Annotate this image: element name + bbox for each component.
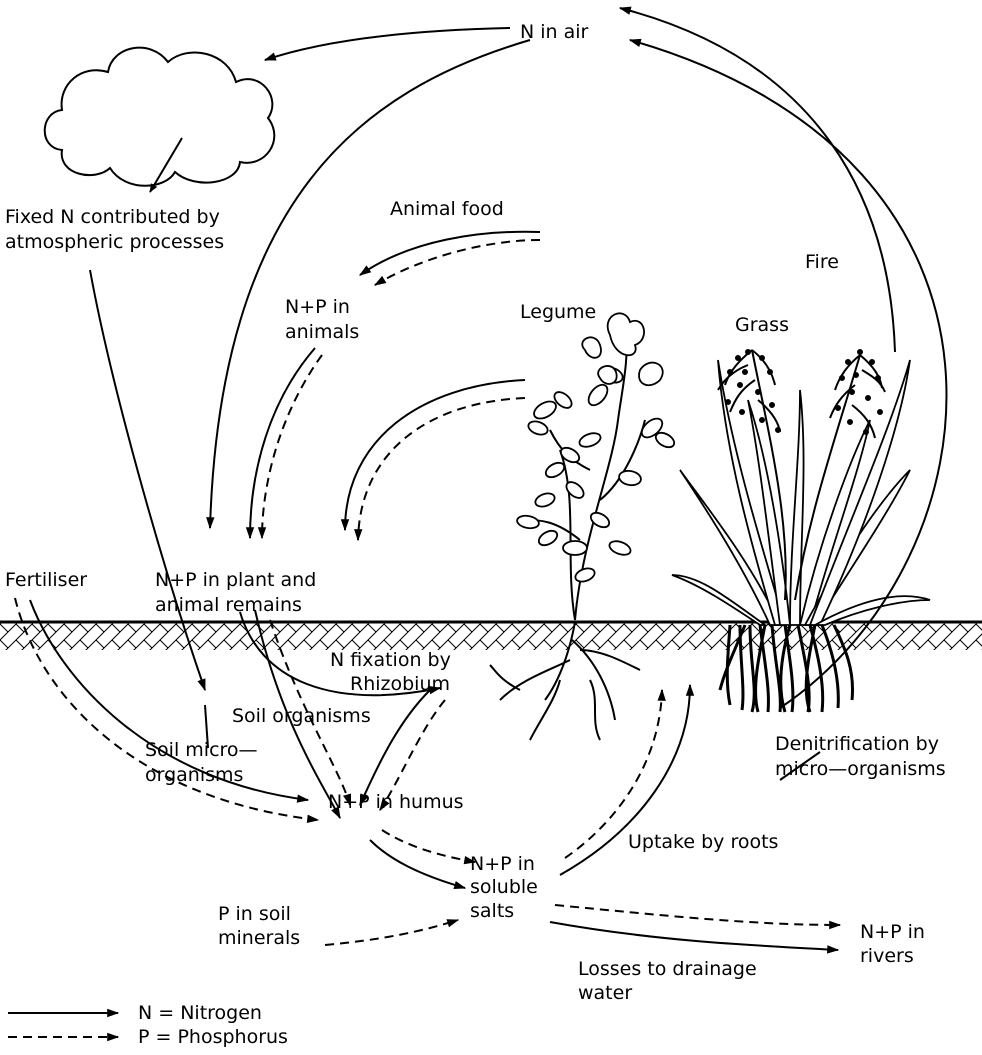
label-np-animals-line2: animals — [285, 321, 359, 343]
label-legume: Legume — [520, 301, 596, 323]
grass-plant-illustration — [672, 350, 930, 712]
legume-plant-illustration — [490, 313, 677, 740]
label-n-fixation-line1: N fixation by — [330, 649, 451, 671]
diagram-labels: N in air Fixed N contributed by atmosphe… — [5, 21, 946, 1004]
label-p-minerals-line2: minerals — [218, 927, 300, 949]
label-losses-line1: Losses to drainage — [578, 958, 757, 980]
label-grass: Grass — [735, 314, 789, 336]
label-np-remains-line2: animal remains — [155, 594, 302, 616]
label-np-animals-line1: N+P in — [285, 296, 350, 318]
label-n-fixation-line2: Rhizobium — [350, 673, 450, 695]
label-soil-organisms: Soil organisms — [232, 705, 371, 727]
label-animal-food: Animal food — [390, 198, 504, 220]
cloud-icon — [45, 48, 275, 186]
label-np-remains-line1: N+P in plant and — [155, 569, 316, 591]
arrow-set — [15, 8, 946, 950]
label-fertiliser: Fertiliser — [5, 569, 87, 591]
label-soil-micro-line1: Soil micro— — [145, 739, 258, 761]
label-denitrification-line2: micro—organisms — [775, 758, 946, 780]
legend: N = Nitrogen P = Phosphorus — [8, 1002, 288, 1048]
label-np-soluble-line2: soluble — [470, 876, 538, 898]
label-np-rivers-line1: N+P in — [860, 921, 925, 943]
label-losses-line2: water — [578, 982, 632, 1004]
label-fixed-n-line2: atmospheric processes — [5, 231, 224, 253]
label-np-humus: N+P in humus — [328, 791, 464, 813]
label-soil-micro-line2: organisms — [145, 764, 243, 786]
label-np-rivers-line2: rivers — [860, 945, 914, 967]
label-uptake-by-roots: Uptake by roots — [628, 831, 778, 853]
label-fire: Fire — [805, 251, 839, 273]
legend-nitrogen: N = Nitrogen — [138, 1002, 262, 1024]
label-p-minerals-line1: P in soil — [218, 903, 291, 925]
label-fixed-n-line1: Fixed N contributed by — [5, 206, 220, 228]
label-n-in-air: N in air — [520, 21, 589, 43]
label-np-soluble-line1: N+P in — [470, 853, 535, 875]
label-denitrification-line1: Denitrification by — [775, 733, 939, 755]
legend-phosphorus: P = Phosphorus — [138, 1026, 288, 1048]
label-np-soluble-line3: salts — [470, 900, 514, 922]
